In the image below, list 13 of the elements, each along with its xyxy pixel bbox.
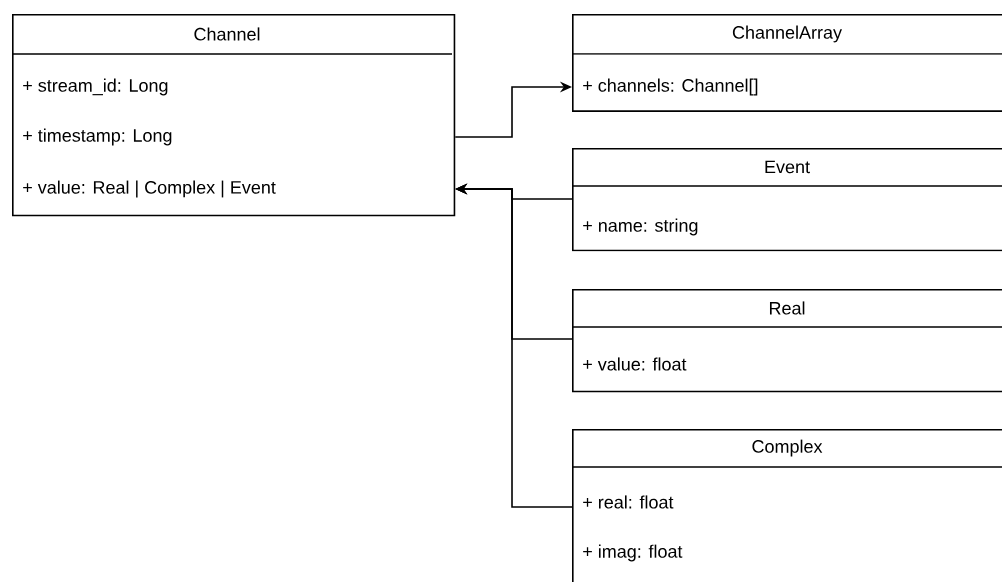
attribute-text: + real: float bbox=[583, 495, 674, 509]
attribute-text: + stream_id: Long bbox=[23, 78, 168, 96]
class-name: Event bbox=[765, 160, 810, 174]
attribute-text: + name: string bbox=[583, 218, 698, 236]
attribute-text: + value: float bbox=[583, 357, 687, 371]
attribute-text: + imag: float bbox=[583, 544, 683, 562]
attribute-text: + value: Real | Complex | Event bbox=[23, 180, 276, 198]
class-name: Channel bbox=[194, 27, 260, 41]
class-name: Real bbox=[770, 301, 805, 315]
class-name: Complex bbox=[752, 439, 823, 457]
class-name: ChannelArray bbox=[732, 25, 842, 43]
attribute-text: + timestamp: Long bbox=[23, 128, 172, 146]
attribute-text: + channels: Channel[] bbox=[583, 78, 758, 96]
